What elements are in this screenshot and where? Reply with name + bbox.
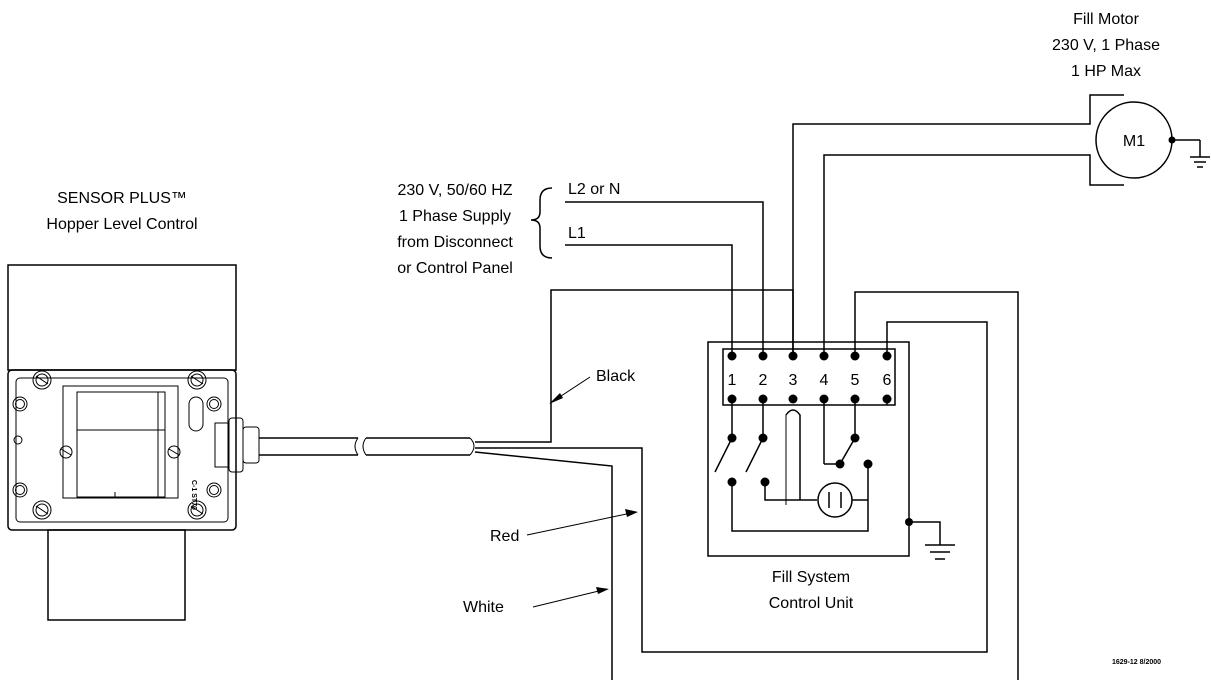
sensor-window-inner (76, 391, 166, 498)
motor-label-line1: Fill Motor (1073, 11, 1139, 28)
red-wire-label: Red (490, 528, 519, 545)
supply-label-line4: or Control Panel (397, 260, 513, 277)
control-unit-box (707, 341, 910, 557)
screw-icon (12, 396, 28, 412)
control-unit (707, 341, 955, 560)
indicator-hole (13, 435, 23, 445)
screw-icon (187, 370, 207, 390)
sensor-unit: C-1 ST70 (7, 264, 260, 621)
supply-brace (530, 187, 553, 259)
supply-label-line2: 1 Phase Supply (399, 208, 511, 225)
terminal-number: 1 (728, 372, 737, 389)
terminal-dots (727, 351, 892, 404)
screw-icon (32, 370, 52, 390)
fill-motor (792, 94, 1210, 352)
cable-gland (214, 422, 230, 468)
screw-icon (59, 445, 73, 459)
wire-pointers (526, 376, 638, 608)
sensor-probe (47, 529, 186, 621)
terminal-number: 2 (759, 372, 768, 389)
l1-wire (565, 244, 733, 352)
terminal-number: 3 (789, 372, 798, 389)
control-unit-label-line2: Control Unit (769, 595, 854, 612)
supply-label-line3: from Disconnect (397, 234, 513, 251)
white-wire-label: White (463, 599, 504, 616)
screw-icon (167, 445, 181, 459)
terminal-numbers: 1 2 3 4 5 6 (728, 372, 892, 389)
black-wire-label: Black (596, 368, 636, 385)
ground-icon (925, 544, 955, 560)
sensor-cable (259, 437, 475, 456)
screw-icon (12, 482, 28, 498)
sensor-window (62, 385, 179, 499)
motor-label-line2: 230 V, 1 Phase (1052, 37, 1160, 54)
adjust-slot (188, 396, 204, 432)
terminal-strip (722, 348, 896, 406)
terminal-number: 6 (883, 372, 892, 389)
supply-label-line1: 230 V, 50/60 HZ (397, 182, 512, 199)
sensor-top-housing (7, 264, 237, 371)
black-wire (475, 289, 794, 443)
l1-label: L1 (568, 225, 586, 242)
sensor-title: SENSOR PLUS™ (57, 190, 187, 207)
motor-label-line3: 1 HP Max (1071, 63, 1141, 80)
terminal-number: 4 (820, 372, 829, 389)
red-wire (475, 321, 988, 653)
sensor-body-text: C-1 ST70 (190, 480, 197, 510)
terminal-number: 5 (851, 372, 860, 389)
screw-icon (206, 482, 222, 498)
screw-icon (187, 500, 207, 520)
sensor-inner-frame (15, 377, 229, 523)
white-wire-return (854, 291, 1019, 680)
screw-icon (32, 500, 52, 520)
control-unit-label-line1: Fill System (772, 569, 850, 586)
l2-wire (565, 201, 764, 352)
drawing-id: 1629-12 8/2000 (1112, 659, 1161, 666)
screw-icon (206, 396, 222, 412)
motor-symbol: M1 (1123, 133, 1145, 150)
ground-icon (1190, 156, 1210, 168)
l2-label: L2 or N (568, 181, 620, 198)
sensor-subtitle: Hopper Level Control (46, 216, 197, 233)
white-wire (474, 451, 613, 680)
relay-coil-icon (817, 482, 853, 518)
